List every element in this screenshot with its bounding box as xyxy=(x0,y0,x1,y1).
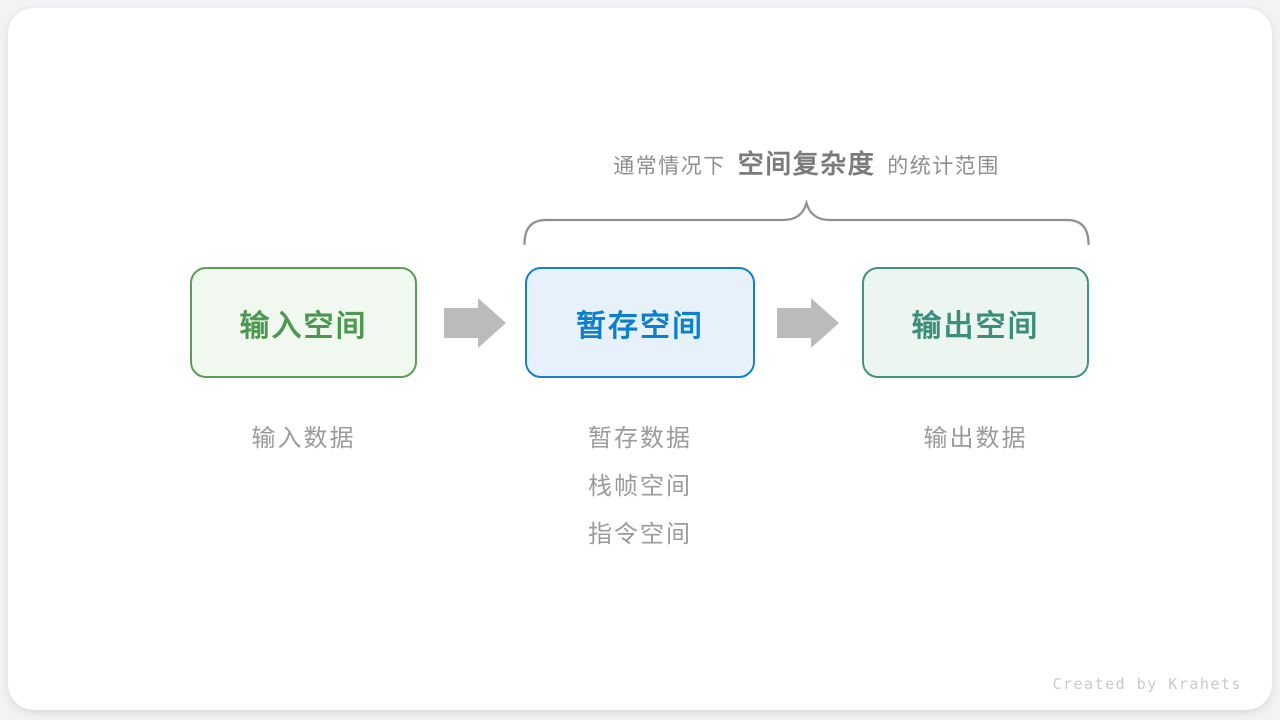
arrow-right-icon xyxy=(444,298,506,348)
arrow-right-icon xyxy=(777,298,839,348)
sublabel: 栈帧空间 xyxy=(588,473,692,500)
node-temporary-space: 暂存空间 xyxy=(525,267,755,378)
node-temporary-space-label: 暂存空间 xyxy=(576,309,704,343)
sublabel: 暂存数据 xyxy=(588,425,692,452)
sublabel: 指令空间 xyxy=(588,521,692,548)
caption-prefix: 通常情况下 xyxy=(613,155,726,178)
node-input-space-label: 输入空间 xyxy=(239,309,368,343)
input-space-sublabels: 输入数据 xyxy=(190,415,417,463)
sublabel: 输出数据 xyxy=(923,425,1028,452)
curly-brace xyxy=(523,200,1090,245)
output-space-sublabels: 输出数据 xyxy=(862,415,1089,463)
credit-text: Created by Krahets xyxy=(1052,675,1242,693)
caption-suffix: 的统计范围 xyxy=(887,155,1000,178)
caption-highlight: 空间复杂度 xyxy=(737,149,876,179)
temporary-space-sublabels: 暂存数据 栈帧空间 指令空间 xyxy=(525,415,755,559)
node-output-space: 输出空间 xyxy=(862,267,1089,378)
sublabel: 输入数据 xyxy=(251,425,356,452)
node-input-space: 输入空间 xyxy=(190,267,417,378)
node-output-space-label: 输出空间 xyxy=(911,309,1040,343)
caption: 通常情况下 空间复杂度 的统计范围 xyxy=(523,144,1090,181)
